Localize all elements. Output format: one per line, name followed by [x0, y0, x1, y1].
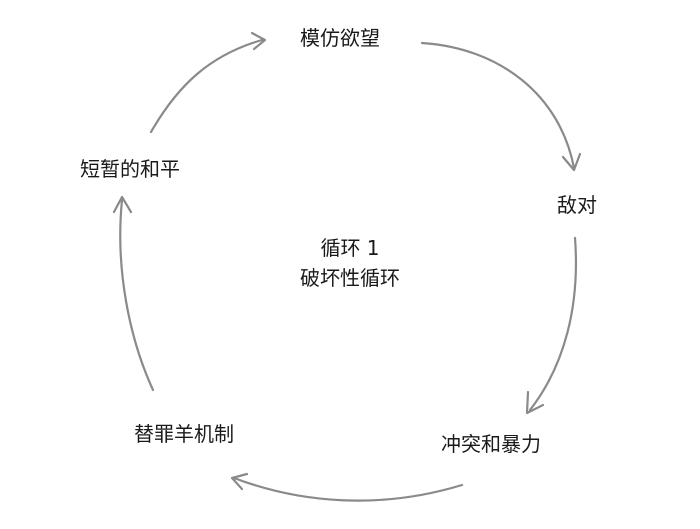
center-label: 循环 1 破坏性循环 — [250, 233, 450, 293]
arrowhead-violence — [525, 390, 545, 415]
arrow-peace-to-desire — [149, 38, 264, 134]
arrowhead-desire — [250, 31, 267, 51]
arrowhead-peace — [112, 195, 133, 214]
arrow-violence-to-scapegoat — [232, 476, 464, 502]
arrow-scapegoat-to-peace — [119, 198, 155, 392]
arrowhead-rivalry — [561, 152, 582, 172]
node-mimetic-desire: 模仿欲望 — [300, 26, 380, 50]
node-brief-peace: 短暂的和平 — [80, 157, 180, 181]
arrowhead-scapegoat — [230, 472, 249, 491]
cycle-number: 循环 1 — [320, 236, 380, 260]
cycle-title: 破坏性循环 — [300, 266, 400, 290]
node-scapegoat-mechanism: 替罪羊机制 — [134, 422, 234, 446]
node-rivalry: 敌对 — [557, 193, 597, 217]
arrow-desire-to-rivalry — [420, 41, 576, 170]
node-conflict-violence: 冲突和暴力 — [441, 432, 541, 456]
arrow-rivalry-to-violence — [528, 236, 578, 412]
